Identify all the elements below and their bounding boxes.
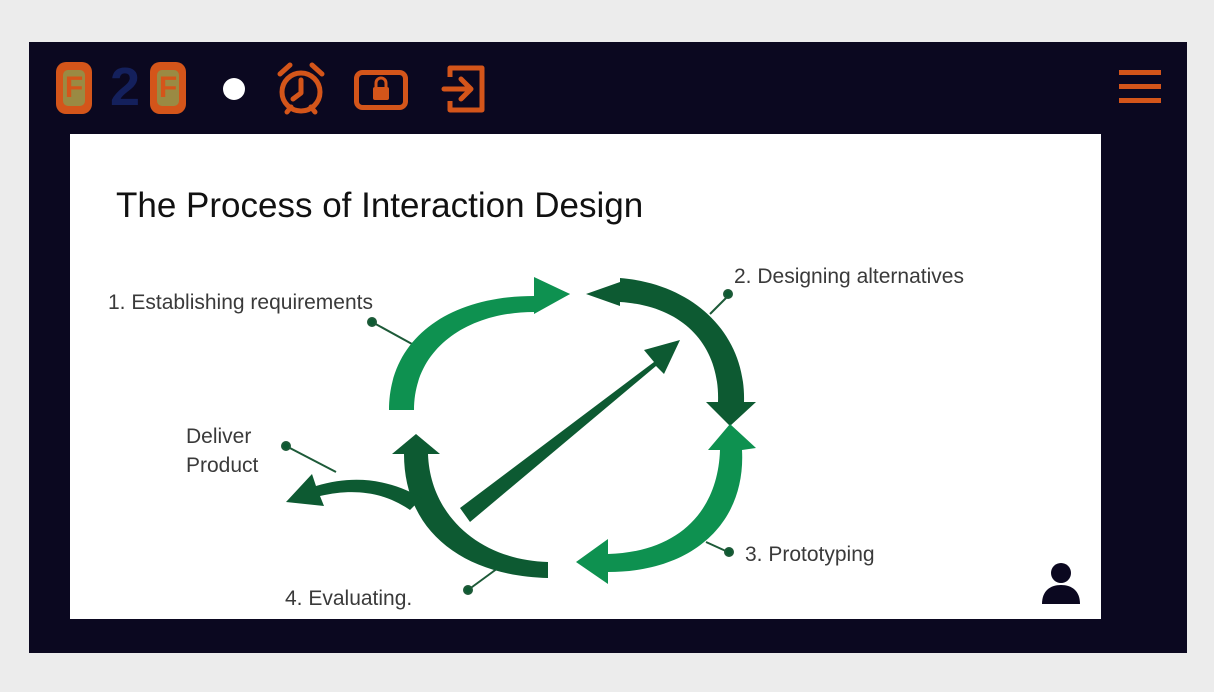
logo-f-right: F [150, 62, 186, 114]
process-cycle-diagram [281, 277, 756, 595]
logo-number: 2 [109, 57, 141, 117]
label-prototyping: 3. Prototyping [745, 543, 875, 566]
arrow-diagonal [460, 340, 680, 522]
presentation-viewer: F 2 F The Process of Interaction Design [29, 42, 1187, 653]
label-evaluating: 4. Evaluating. [285, 587, 413, 610]
exit-icon[interactable] [440, 64, 486, 114]
label-designing-alternatives: 2. Designing alternatives [734, 265, 964, 288]
slide-canvas: The Process of Interaction Design [70, 134, 1101, 619]
logo-f-left: F [56, 62, 92, 114]
hamburger-menu-icon[interactable] [1119, 70, 1161, 104]
app-logo: F 2 F [56, 57, 188, 120]
arrow-designing [586, 278, 756, 426]
arrow-evaluating [392, 434, 548, 578]
leader-lines [281, 289, 734, 595]
arrow-establishing [389, 279, 570, 410]
label-establishing-requirements: 1. Establishing requirements [108, 291, 373, 314]
label-deliver-line2: Product [186, 454, 259, 477]
slide-title: The Process of Interaction Design [116, 186, 644, 225]
arrow-deliver-product [286, 474, 422, 510]
label-deliver-line1: Deliver [186, 425, 252, 448]
arrow-prototyping [576, 424, 756, 584]
label-deliver-product: Deliver Product [186, 422, 258, 480]
status-dot [223, 78, 245, 100]
lock-icon[interactable] [354, 70, 408, 110]
user-icon[interactable] [1041, 561, 1081, 605]
alarm-clock-icon[interactable] [277, 62, 325, 116]
